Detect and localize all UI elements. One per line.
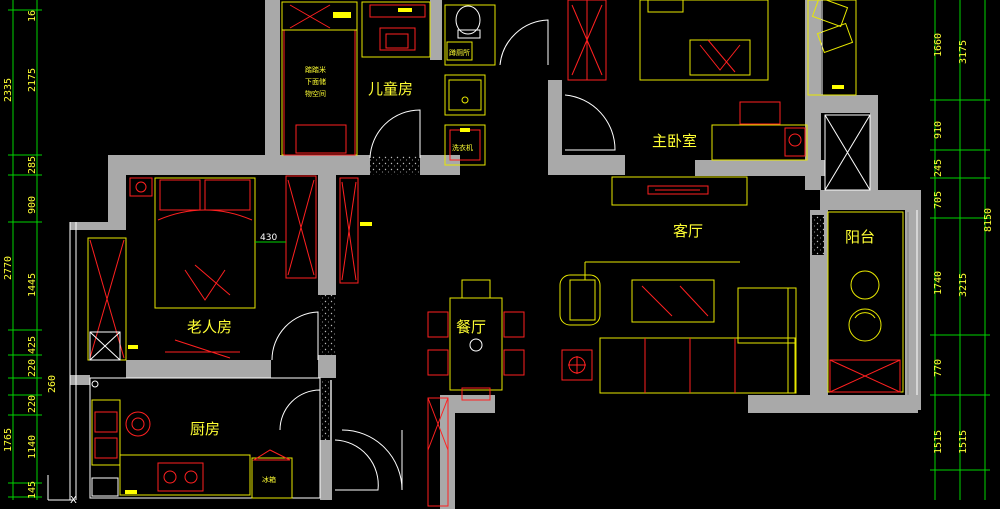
elderly-room-furniture: 430: [87, 175, 317, 361]
dim-right-mid-1: 3175: [958, 40, 969, 64]
dim-left-inner-7: 220: [27, 359, 38, 377]
svg-text:X: X: [70, 495, 77, 506]
bed-width-label: 430: [260, 233, 277, 243]
balcony-fixtures: [824, 114, 909, 395]
master-bedroom-furniture: [567, 0, 857, 161]
dim-left-inner-3: 285: [27, 156, 38, 174]
door-bathroom: [499, 19, 549, 66]
children-room-furniture: 踏踏米 下面储 物空间: [281, 1, 431, 156]
dim-left-inner-11: 145: [27, 481, 38, 499]
dimension-labels-left: 2335 2770 1765 16 2175 285 900 1445 425 …: [3, 10, 58, 499]
dim-right-inner-1: 1660: [933, 33, 944, 57]
cabinet-note-2: 下面储: [305, 77, 326, 86]
dimension-labels-right: 1660 910 245 705 1740 770 1515 3175 3215…: [933, 33, 994, 454]
room-label-elderly: 老人房: [187, 318, 232, 336]
dim-right-inner-4: 705: [933, 191, 944, 209]
room-label-kitchen: 厨房: [190, 420, 220, 438]
dining-set: [427, 279, 525, 507]
dim-left-outer-3: 1765: [3, 428, 14, 452]
door-elderly-room: [271, 311, 319, 361]
balcony-threshold: [812, 215, 824, 255]
window-lines: [69, 0, 918, 500]
column-fill: [320, 295, 336, 355]
hall-cabinets: [339, 177, 372, 284]
dim-right-inner-3: 245: [933, 159, 944, 177]
toilet-tag: 蹲厕所: [449, 48, 470, 57]
door-kitchen: [334, 439, 379, 491]
dim-left-inner-9: 220: [27, 395, 38, 413]
dim-left-inner-2: 2175: [27, 68, 38, 92]
ucs-axis-icon: X: [47, 475, 77, 506]
dim-left-inner-4: 900: [27, 196, 38, 214]
dim-left-outer-1: 2335: [3, 78, 14, 102]
dim-left-inner-8: 260: [47, 375, 58, 393]
cabinet-note-1: 踏踏米: [305, 65, 326, 74]
room-label-children: 儿童房: [368, 80, 413, 98]
door-kitchen-side: [279, 389, 321, 431]
kitchen-threshold: [320, 380, 330, 440]
door-children-room: [369, 109, 421, 159]
door-entry: [341, 429, 403, 491]
tv-console: [611, 176, 748, 206]
dim-right-inner-6: 770: [933, 359, 944, 377]
bathroom-fixtures: 蹲厕所 洗衣机: [444, 4, 496, 166]
dim-right-inner-2: 910: [933, 121, 944, 139]
cabinet-note-3: 物空间: [305, 89, 326, 98]
washer-tag: 洗衣机: [452, 143, 473, 152]
dim-left-outer-2: 2770: [3, 256, 14, 280]
dim-left-inner-1: 16: [27, 10, 38, 22]
room-label-balcony: 阳台: [845, 228, 875, 246]
dim-left-inner-5: 1445: [27, 273, 38, 297]
threshold-fill: [370, 155, 420, 175]
dim-right-outer-1: 8150: [983, 208, 994, 232]
dimension-lines: [8, 0, 990, 500]
dim-right-mid-3: 1515: [958, 430, 969, 454]
fridge-tag: 冰箱: [262, 475, 276, 484]
dim-left-inner-6: 425: [27, 336, 38, 354]
dim-right-mid-2: 3215: [958, 273, 969, 297]
room-label-master-bedroom: 主卧室: [652, 132, 697, 150]
room-label-living-room: 客厅: [673, 222, 703, 240]
kitchen-fixtures: 冰箱: [89, 377, 321, 499]
door-master-bedroom: [564, 94, 616, 151]
dim-left-inner-10: 1140: [27, 435, 38, 459]
dim-right-inner-7: 1515: [933, 430, 944, 454]
sofa-set: [559, 261, 797, 394]
dim-right-inner-5: 1740: [933, 271, 944, 295]
room-label-dining: 餐厅: [456, 318, 486, 336]
